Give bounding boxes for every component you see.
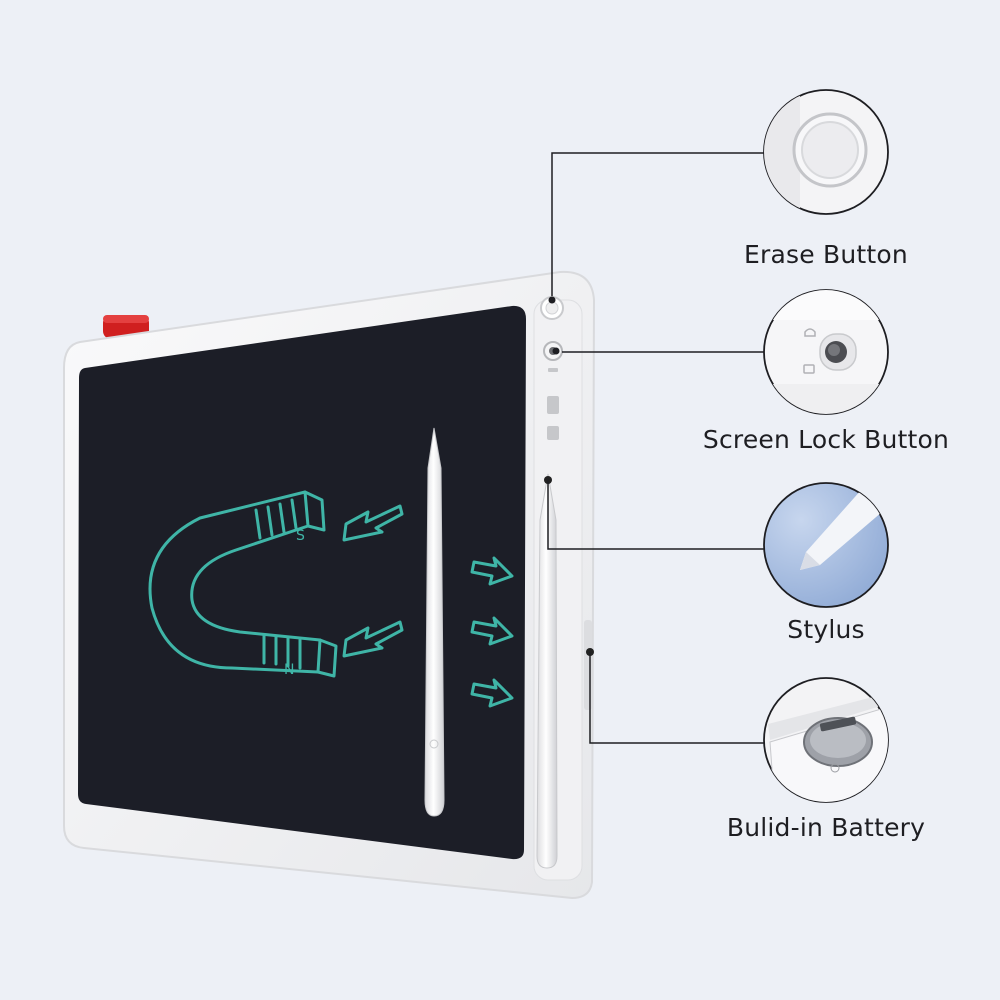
stylus-tip-closeup [763,482,889,608]
lcd-tablet [63,270,596,900]
magnet-pole-south: S [296,528,305,544]
stylus-label: Stylus [787,615,865,644]
magnet-pole-north: N [284,662,294,678]
erase-button-label: Erase Button [744,240,908,269]
stylus-docked [536,473,558,869]
magnet-drawing [148,490,514,708]
lock-switch-closeup [763,289,889,415]
screen-lock-button-label: Screen Lock Button [702,425,950,454]
writing-screen [78,305,526,860]
erase-button-closeup [763,89,889,215]
coin-battery-closeup [763,677,889,803]
stylus-on-screen [424,427,445,817]
leader-lines [547,152,764,744]
battery-label: Bulid-in Battery [726,813,926,842]
side-markings [547,368,559,440]
